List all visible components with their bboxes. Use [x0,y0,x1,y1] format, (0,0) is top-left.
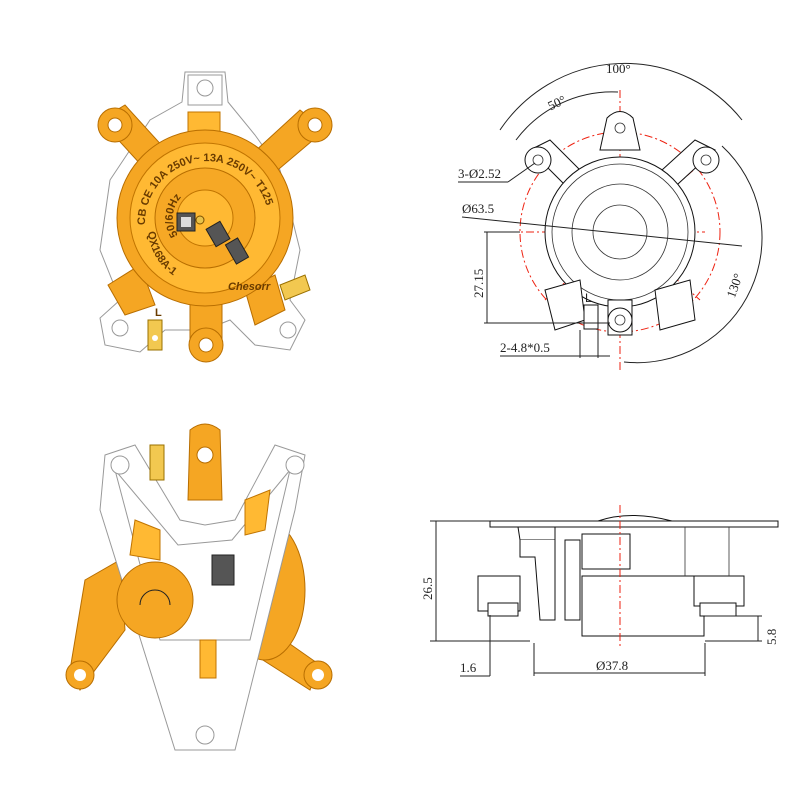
top-left-iso-view: CB CE 10A 250V~ 13A 250V~ T125 50/60Hz Q… [97,71,333,363]
terminal-dim-label: 2-4.8*0.5 [500,340,550,355]
top-right-plan-view: L 100° 50° 130° 3-Ø2.52 Ø63.5 27.15 2-4.… [458,61,763,370]
brand-marking: Chesorr [228,281,271,293]
bottom-right-side-view: 26.5 1.6 Ø37.8 5.8 [420,505,779,677]
terminal-label-l: L [585,291,592,305]
height-dim-label: 26.5 [420,577,435,600]
angle-130-label: 130° [723,271,746,299]
plan-outline [524,111,720,336]
bottom-left-underside-view [65,423,333,751]
terminal-label-l: L [155,307,162,319]
angle-100-arc [499,62,743,131]
top-plate [489,520,779,528]
diameter-dim-label: Ø37.8 [596,658,628,673]
square-contact [211,554,235,586]
base-offset-dim-label: 1.6 [460,660,477,675]
offset-dim-label: 27.15 [471,269,486,298]
terminals-top-left [147,274,311,351]
angle-50-label: 50° [545,92,568,113]
pitch-circle-dim-label: Ø63.5 [462,201,494,216]
holes-dim-label: 3-Ø2.52 [458,166,501,181]
foot-height-dim-label: 5.8 [764,629,779,645]
contact-slots [176,212,250,265]
angle-100-label: 100° [606,61,631,76]
round-contact-disk [116,561,194,639]
